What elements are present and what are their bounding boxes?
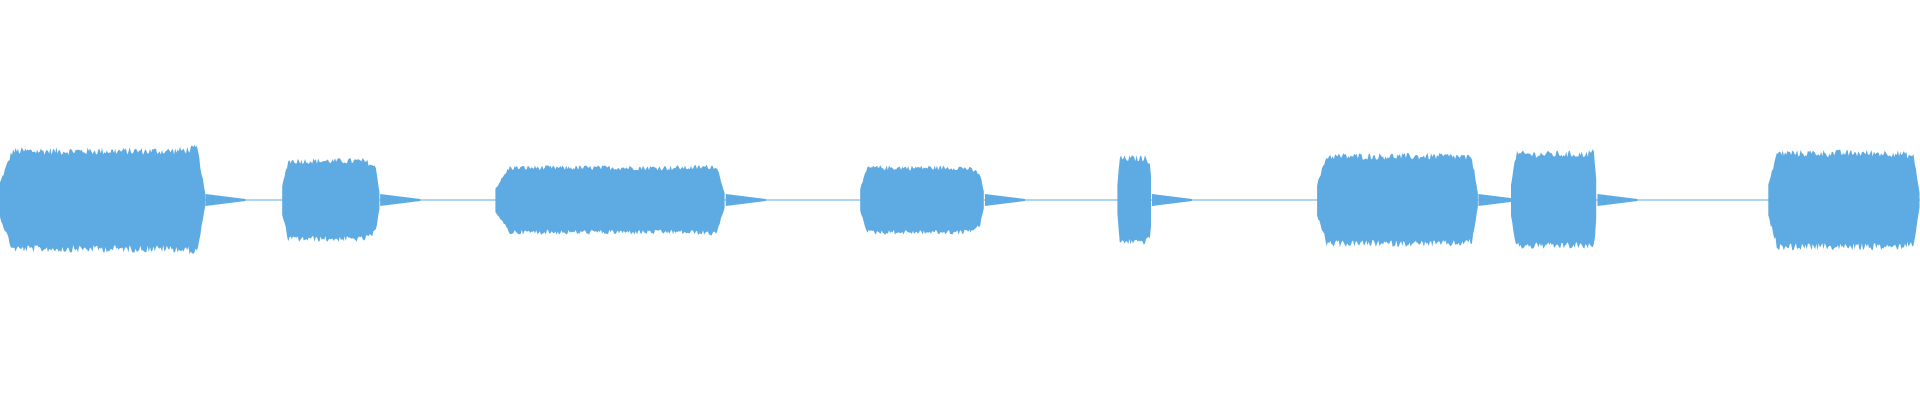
waveform-segment-4-tail (984, 194, 1025, 206)
waveform-segment-3 (495, 164, 725, 236)
waveform-segment-2 (282, 158, 380, 242)
waveform-segment-6 (1317, 152, 1478, 248)
waveform-segment-4 (860, 165, 984, 235)
waveform-segment-5-tail (1152, 194, 1192, 206)
waveform-segment-2-tail (380, 194, 421, 206)
waveform-segment-6-tail (1478, 194, 1519, 206)
waveform-segment-8 (1768, 149, 1920, 251)
waveform-segment-5 (1117, 155, 1151, 245)
waveform-segment-7 (1511, 149, 1597, 249)
waveform-segment-1-tail (205, 194, 246, 206)
waveform-segment-7-tail (1597, 194, 1638, 206)
waveform-segment-3-tail (725, 194, 766, 206)
waveform-segments (0, 144, 1920, 255)
waveform-segment-1 (0, 144, 206, 255)
